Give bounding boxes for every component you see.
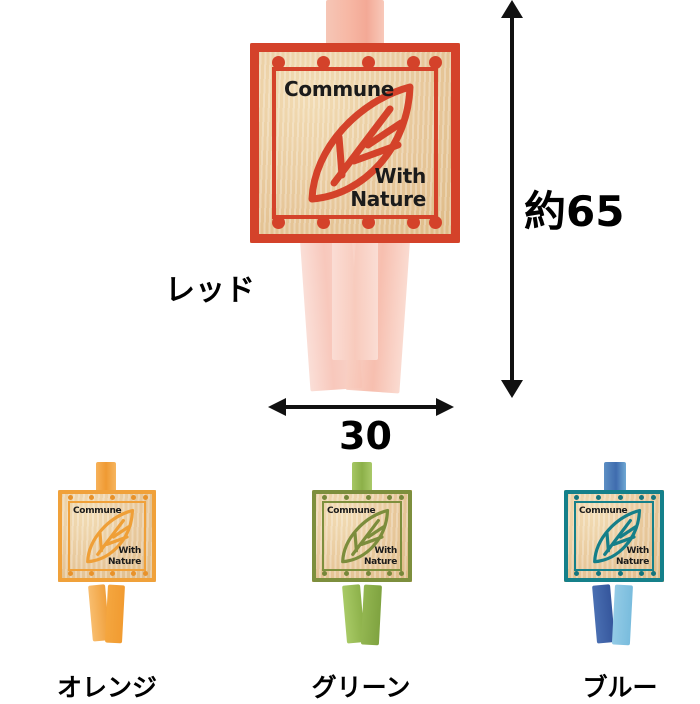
emblem-text-bottom-2: Nature	[350, 187, 426, 211]
tag-dot	[399, 571, 404, 576]
tag-dot	[322, 495, 327, 500]
product-tag-blue: Commune With Nature	[564, 490, 664, 582]
tag-dot	[131, 495, 136, 500]
tag-dot	[68, 571, 73, 576]
leaf-icon	[587, 505, 649, 569]
tag-dot	[89, 571, 94, 576]
height-arrow-head-top	[501, 0, 523, 18]
tag-dot	[387, 495, 392, 500]
tag-paper	[564, 490, 664, 582]
tag-dot	[322, 571, 327, 576]
tag-inner-border	[68, 501, 146, 571]
tag-dot	[639, 571, 644, 576]
emblem-text-bottom-1: With	[118, 545, 141, 556]
emblem-text-top: Commune	[73, 506, 122, 516]
emblem-text-bottom-2: Nature	[363, 556, 397, 567]
variant-label-blue: ブルー	[582, 673, 658, 702]
tag-outer-border	[250, 43, 460, 243]
height-dimension-label: 約65	[524, 187, 625, 236]
tag-outer-border	[312, 490, 412, 582]
emblem-text-bottom-1: With	[374, 545, 397, 556]
tag-dot	[596, 495, 601, 500]
width-arrow-head-right	[436, 398, 454, 416]
tag-dot	[131, 571, 136, 576]
main-color-label: レッド	[165, 273, 255, 308]
tag-outer-border	[564, 490, 664, 582]
tag-dot	[618, 571, 623, 576]
tag-dot	[344, 571, 349, 576]
tag-dot	[143, 571, 148, 576]
emblem-text-bottom-2: Nature	[615, 556, 649, 567]
tag-dot	[362, 216, 375, 229]
tag-dot	[110, 495, 115, 500]
emblem-text-top: Commune	[327, 506, 376, 516]
tag-dot	[89, 495, 94, 500]
tag-inner-border	[574, 501, 654, 571]
tag-dot	[639, 495, 644, 500]
variant-ribbon-right	[104, 584, 125, 644]
tag-dot	[429, 216, 442, 229]
tag-dot	[399, 495, 404, 500]
emblem-text-bottom-2: Nature	[107, 556, 141, 567]
tag-dot	[272, 56, 285, 69]
width-arrow-head-left	[268, 398, 286, 416]
variant-ribbon-top	[604, 462, 626, 496]
emblem-text-bottom-1: With	[626, 545, 649, 556]
tag-inner-border	[322, 501, 402, 571]
width-dimension-label: 30	[339, 414, 392, 458]
tag-dot	[407, 216, 420, 229]
tag-dot	[366, 495, 371, 500]
tag-dot	[362, 56, 375, 69]
ribbon-strand-top	[326, 0, 384, 48]
variant-ribbon-top	[352, 462, 372, 496]
tag-dot	[143, 495, 148, 500]
variant-label-orange: オレンジ	[56, 673, 158, 702]
emblem-text-top: Commune	[579, 506, 628, 516]
tag-dot	[344, 495, 349, 500]
leaf-icon	[298, 75, 428, 215]
tag-dot	[407, 56, 420, 69]
height-arrow-line	[510, 14, 514, 388]
ribbon-strand-center	[332, 240, 378, 360]
tag-dot	[618, 495, 623, 500]
emblem-text-top: Commune	[284, 77, 395, 101]
tag-outer-border	[58, 490, 156, 582]
leaf-icon	[80, 505, 142, 569]
width-arrow-line	[284, 405, 438, 409]
tag-dot	[574, 571, 579, 576]
tag-paper	[250, 43, 460, 243]
tag-dot	[68, 495, 73, 500]
tag-dot	[317, 56, 330, 69]
variant-ribbon-right	[611, 584, 633, 646]
product-tag-green: Commune With Nature	[312, 490, 412, 582]
leaf-icon	[335, 505, 397, 569]
tag-dot	[574, 495, 579, 500]
tag-inner-border	[272, 67, 438, 219]
tag-dot	[317, 216, 330, 229]
tag-dot	[366, 571, 371, 576]
tag-dot	[272, 216, 285, 229]
product-tag-red: Commune With Nature	[250, 43, 460, 243]
tag-dot	[596, 571, 601, 576]
tag-dot	[110, 571, 115, 576]
tag-dot	[651, 571, 656, 576]
tag-dot	[387, 571, 392, 576]
tag-dot	[651, 495, 656, 500]
product-tag-orange: Commune With Nature	[58, 490, 156, 582]
tag-dot	[429, 56, 442, 69]
emblem-text-bottom-1: With	[374, 164, 426, 188]
tag-paper	[58, 490, 156, 582]
variant-ribbon-right	[360, 584, 382, 646]
height-arrow-head-bottom	[501, 380, 523, 398]
variant-label-green: グリーン	[311, 673, 411, 702]
variant-ribbon-top	[96, 462, 116, 496]
tag-paper	[312, 490, 412, 582]
